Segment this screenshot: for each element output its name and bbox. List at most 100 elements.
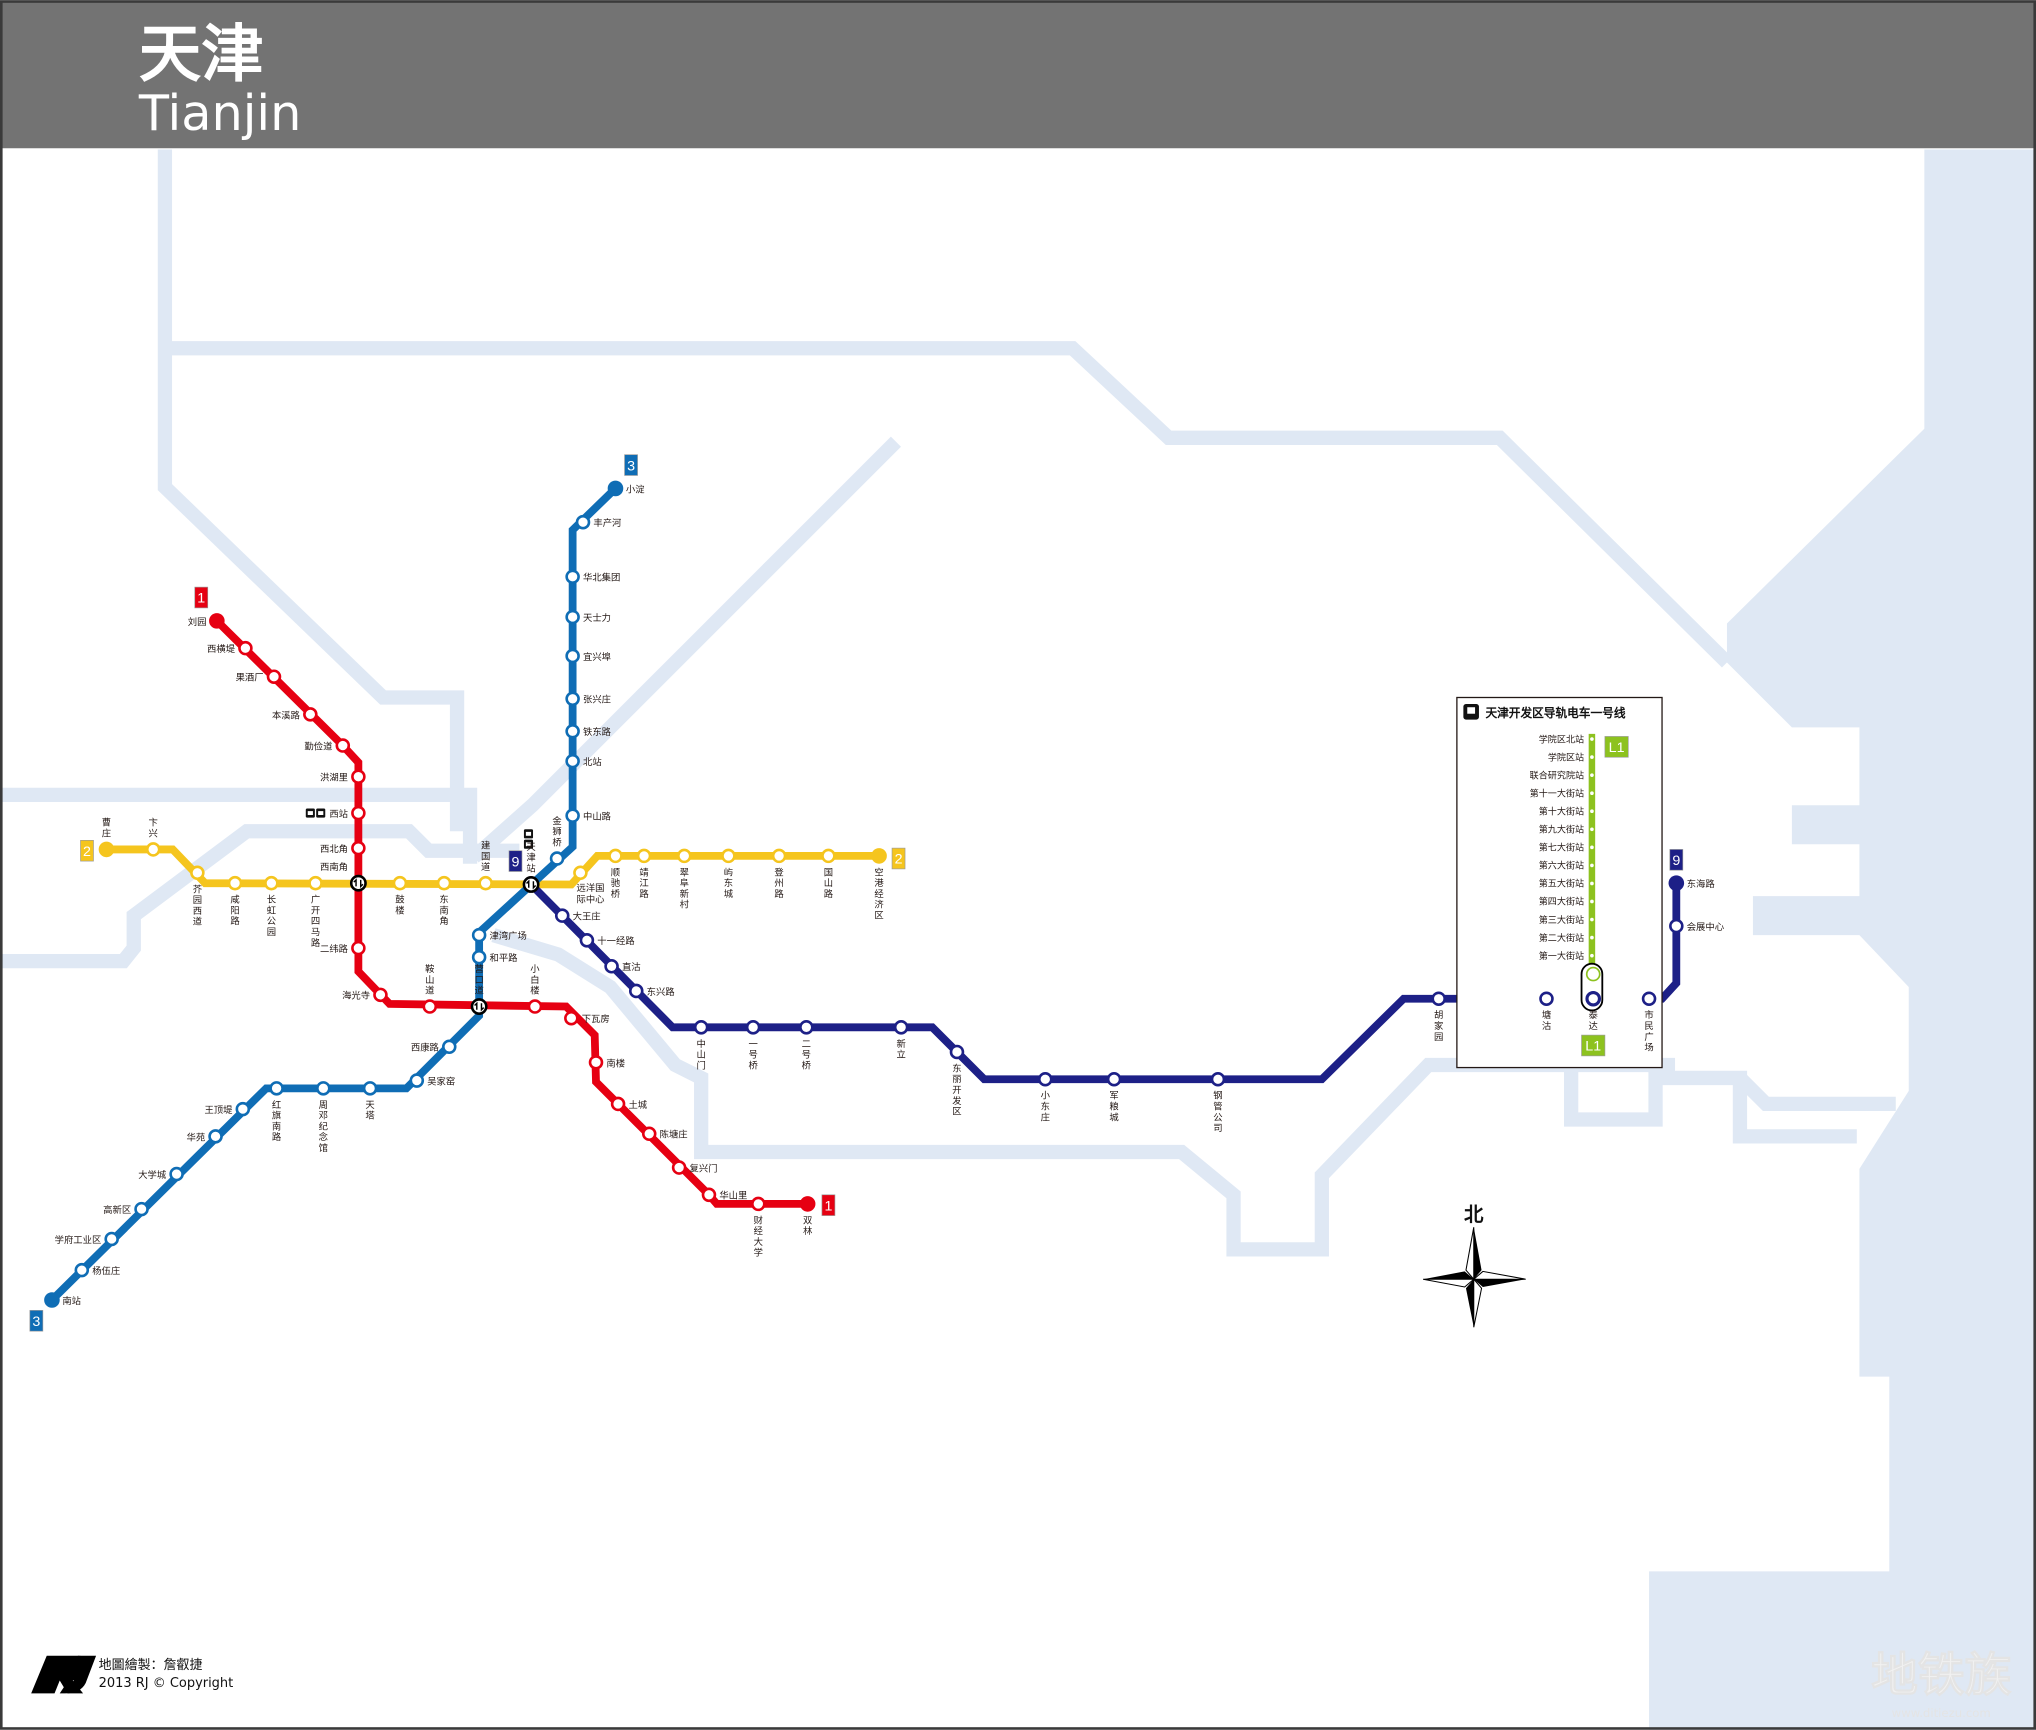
tram-station-marker[interactable] xyxy=(1590,899,1594,904)
tram-station-marker[interactable] xyxy=(1590,791,1594,796)
station-marker[interactable] xyxy=(565,808,580,823)
station-marker[interactable] xyxy=(588,1055,604,1070)
station-marker[interactable] xyxy=(1585,991,1601,1007)
station-marker[interactable] xyxy=(1431,991,1446,1007)
station-marker[interactable] xyxy=(604,959,619,974)
station-terminal[interactable] xyxy=(871,848,887,864)
station-marker[interactable] xyxy=(554,908,570,923)
station-terminal[interactable] xyxy=(799,1196,816,1212)
station-marker[interactable] xyxy=(235,1101,251,1117)
station-marker[interactable] xyxy=(308,875,323,891)
station-marker[interactable] xyxy=(1037,1071,1053,1087)
station-terminal[interactable] xyxy=(209,613,225,629)
station-marker[interactable] xyxy=(351,940,366,956)
station-marker[interactable] xyxy=(628,983,644,999)
station-label: 红旗南路 xyxy=(272,1099,282,1143)
line-1-badge-number: 1 xyxy=(824,1198,832,1214)
station-marker[interactable] xyxy=(565,753,580,769)
tram-station-marker[interactable] xyxy=(1590,809,1594,814)
station-marker[interactable] xyxy=(1641,991,1657,1007)
station-marker[interactable] xyxy=(745,1020,761,1035)
station-label: 华北集团 xyxy=(583,572,620,584)
station-marker[interactable] xyxy=(441,1039,457,1055)
station-marker[interactable] xyxy=(565,691,580,707)
station-marker[interactable] xyxy=(677,848,692,864)
station-marker[interactable] xyxy=(208,1129,223,1144)
station-marker[interactable] xyxy=(641,1126,657,1142)
station-marker[interactable] xyxy=(701,1187,717,1203)
station-marker[interactable] xyxy=(671,1160,687,1175)
station-marker[interactable] xyxy=(471,927,487,943)
station-marker[interactable] xyxy=(303,707,318,722)
station-marker[interactable] xyxy=(478,875,493,891)
tram-station-marker[interactable] xyxy=(1590,881,1594,886)
station-marker[interactable] xyxy=(549,851,565,866)
station-marker[interactable] xyxy=(373,987,388,1003)
station-marker[interactable] xyxy=(409,1073,425,1088)
station-marker[interactable] xyxy=(351,769,366,784)
station-marker[interactable] xyxy=(564,1010,579,1026)
station-marker[interactable] xyxy=(693,1020,709,1035)
station-marker[interactable] xyxy=(134,1201,149,1217)
station-marker[interactable] xyxy=(264,875,279,891)
icon-detail xyxy=(525,831,532,836)
station-marker[interactable] xyxy=(1539,991,1554,1007)
station-marker[interactable] xyxy=(573,865,588,881)
station-marker[interactable] xyxy=(610,1096,626,1112)
station-marker[interactable] xyxy=(422,999,438,1014)
station-marker[interactable] xyxy=(565,569,580,585)
station-marker[interactable] xyxy=(575,514,591,530)
station-marker[interactable] xyxy=(351,805,366,821)
station-marker[interactable] xyxy=(169,1166,184,1182)
station-marker[interactable] xyxy=(104,1231,119,1247)
station-marker[interactable] xyxy=(471,949,487,965)
tram-station-marker[interactable] xyxy=(1590,917,1594,922)
station-marker[interactable] xyxy=(799,1020,814,1035)
station-marker[interactable] xyxy=(771,848,787,864)
station-marker[interactable] xyxy=(579,933,595,948)
station-marker[interactable] xyxy=(269,1081,284,1096)
station-marker[interactable] xyxy=(227,875,243,891)
tram-station-marker[interactable] xyxy=(1590,935,1594,940)
interchange-station[interactable] xyxy=(522,876,540,893)
station-marker[interactable] xyxy=(1210,1071,1226,1087)
station-marker[interactable] xyxy=(316,1081,331,1096)
station-marker[interactable] xyxy=(751,1196,766,1212)
tram-station-marker[interactable] xyxy=(1590,773,1594,777)
tram-station-marker[interactable] xyxy=(1590,863,1594,868)
station-terminal[interactable] xyxy=(607,480,624,497)
tram-station-marker[interactable] xyxy=(1590,755,1594,759)
station-marker[interactable] xyxy=(636,848,652,864)
station-marker[interactable] xyxy=(335,738,351,753)
station-marker[interactable] xyxy=(821,848,836,864)
station-marker[interactable] xyxy=(351,840,366,856)
station-terminal[interactable] xyxy=(98,841,115,858)
station-marker[interactable] xyxy=(1106,1071,1122,1087)
station-marker[interactable] xyxy=(362,1081,378,1096)
station-marker[interactable] xyxy=(392,875,408,891)
station-marker[interactable] xyxy=(238,640,253,656)
tram-station-marker[interactable] xyxy=(1590,827,1594,832)
station-marker[interactable] xyxy=(949,1044,965,1060)
station-marker[interactable] xyxy=(721,848,736,864)
station-terminal[interactable] xyxy=(1668,875,1685,891)
station-marker[interactable] xyxy=(266,669,282,684)
tram-station-marker[interactable] xyxy=(1590,953,1594,958)
station-marker[interactable] xyxy=(1669,918,1684,934)
station-terminal[interactable] xyxy=(44,1292,60,1308)
station-marker[interactable] xyxy=(436,875,452,891)
station-marker[interactable] xyxy=(893,1020,909,1035)
tram-interchange-station[interactable] xyxy=(1585,966,1601,982)
station-marker[interactable] xyxy=(565,648,580,664)
station-marker[interactable] xyxy=(608,848,623,864)
tram-station-marker[interactable] xyxy=(1590,737,1594,741)
station-marker[interactable] xyxy=(565,609,580,625)
station-marker[interactable] xyxy=(190,865,205,881)
station-marker[interactable] xyxy=(565,723,580,739)
station-marker[interactable] xyxy=(527,999,543,1014)
station-marker[interactable] xyxy=(145,842,161,857)
interchange-station[interactable] xyxy=(470,998,488,1015)
tram-station-marker[interactable] xyxy=(1590,845,1594,850)
station-marker[interactable] xyxy=(74,1262,90,1278)
interchange-station[interactable] xyxy=(349,874,367,892)
